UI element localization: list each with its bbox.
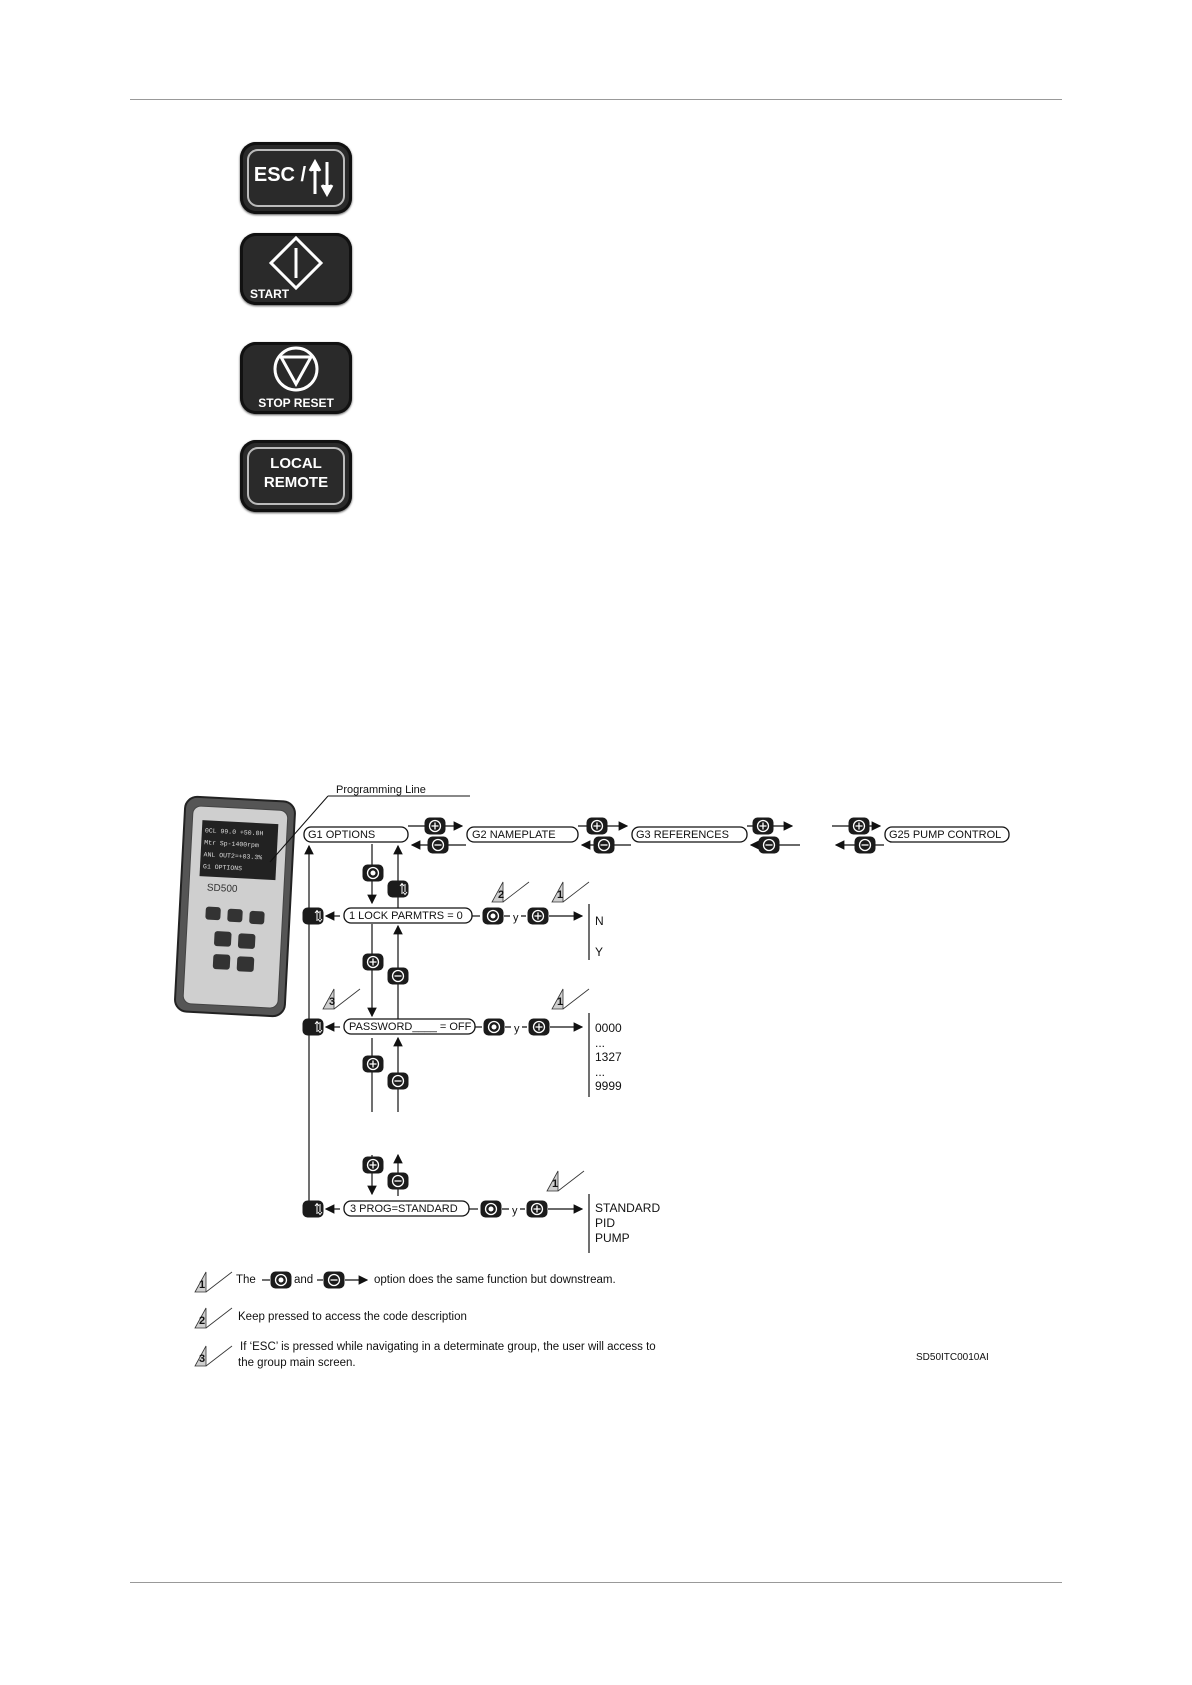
device-screen-line-4: G1 OPTIONS — [203, 863, 242, 872]
enter-key-icon — [362, 864, 384, 882]
group-box-g1 — [303, 826, 409, 843]
minus-key-icon — [593, 836, 615, 854]
value-item: 0000 — [595, 1021, 622, 1035]
plus-key-icon — [424, 817, 446, 835]
value-item: N — [595, 914, 604, 928]
minus-key-icon — [427, 836, 449, 854]
enter-key-icon — [483, 1018, 505, 1036]
value-item: PUMP — [595, 1231, 630, 1245]
legend-flag-3-num: 3 — [199, 1353, 205, 1365]
param-lock-label: 1 LOCK PARMTRS = 0 — [349, 910, 463, 922]
connector-y: y — [513, 912, 519, 924]
remote-key-label: REMOTE — [263, 474, 329, 491]
stop-reset-key-image: STOP RESET — [240, 342, 352, 414]
esc-key-image: ESC / — [240, 142, 352, 214]
note-flag-1-num: 1 — [552, 1178, 558, 1190]
group-box-g25 — [884, 826, 1010, 843]
device-screen-line-3: ANL OUT2=+03.3% — [203, 851, 262, 861]
plus-key-icon — [752, 817, 774, 835]
group-g3-label: G3 REFERENCES — [636, 829, 729, 841]
footer-rule — [130, 1582, 1062, 1583]
plus-key-icon — [362, 1055, 384, 1073]
stop-triangle-icon — [273, 346, 319, 392]
param-password-label: PASSWORD____ = OFF — [349, 1021, 472, 1033]
value-item: ... — [595, 1064, 606, 1079]
value-item: STANDARD — [595, 1201, 661, 1215]
up-down-arrows-icon — [308, 158, 334, 198]
figure-code: SD50ITC0010AI — [916, 1352, 989, 1363]
value-item: ... — [595, 1035, 606, 1050]
device-model-label: SD500 — [207, 883, 239, 896]
esc-key-label: ESC / — [253, 164, 307, 186]
lock-values-list: N Y — [595, 914, 604, 960]
device-screen-line-2: Mtr Sp-1400rpm — [204, 839, 259, 849]
header-rule — [130, 99, 1062, 100]
minus-key-icon — [387, 1172, 409, 1190]
plus-key-icon — [586, 817, 608, 835]
legend-1-mid: and — [294, 1274, 314, 1286]
plus-key-icon — [362, 953, 384, 971]
group-box-g3 — [631, 826, 748, 843]
group-g2-label: G2 NAMEPLATE — [472, 829, 556, 841]
minus-key-icon — [387, 967, 409, 985]
legend-flag-2-num: 2 — [199, 1315, 205, 1327]
param-prog-label: 3 PROG=STANDARD — [350, 1203, 458, 1215]
value-item: PID — [595, 1216, 616, 1230]
enter-key-icon — [482, 907, 504, 925]
minus-key-icon — [323, 1271, 345, 1289]
legend-1-after: option does the same function but downst… — [374, 1274, 616, 1286]
plus-key-icon — [527, 907, 549, 925]
esc-key-icon — [302, 1200, 324, 1218]
legend-3-line1: If ‘ESC’ is pressed while navigating in … — [240, 1341, 656, 1353]
minus-key-icon — [387, 1072, 409, 1090]
value-item: 9999 — [595, 1079, 622, 1093]
device-screen-line-1: 0CL 99.0 +50.0H — [205, 827, 264, 837]
group-g1-label: G1 OPTIONS — [308, 829, 375, 841]
enter-key-icon — [270, 1271, 292, 1289]
group-g25-label: G25 PUMP CONTROL — [889, 829, 1001, 841]
minus-key-icon — [758, 836, 780, 854]
programming-line-label: Programming Line — [336, 784, 426, 796]
password-values-list: 0000 ... 1327 ... 9999 — [595, 1021, 622, 1094]
legend-flag-1-num: 1 — [199, 1279, 205, 1291]
legend-1-before: The — [236, 1274, 256, 1286]
value-item: 1327 — [595, 1050, 622, 1064]
note-flag-3-num: 3 — [329, 996, 335, 1008]
plus-key-icon — [528, 1018, 550, 1036]
legend-2-text: Keep pressed to access the code descript… — [238, 1311, 467, 1323]
start-key-label: START — [250, 287, 290, 301]
esc-key-icon — [387, 880, 409, 898]
plus-key-icon — [362, 1156, 384, 1174]
plus-key-icon — [526, 1200, 548, 1218]
note-flag-1-num: 1 — [557, 889, 563, 901]
local-remote-key-image: LOCAL REMOTE — [240, 440, 352, 512]
esc-key-icon — [302, 1018, 324, 1036]
enter-key-icon — [480, 1200, 502, 1218]
local-key-label: LOCAL — [270, 455, 322, 472]
minus-key-icon — [854, 836, 876, 854]
prog-values-list: STANDARD PID PUMP — [595, 1201, 660, 1246]
start-diamond-icon — [268, 235, 324, 291]
value-item: Y — [595, 945, 604, 959]
sd500-keypad-device-image: 0CL 99.0 +50.0H Mtr Sp-1400rpm ANL OUT2=… — [174, 795, 296, 1018]
connector-y: y — [514, 1023, 520, 1035]
connector-y: y — [512, 1205, 518, 1217]
note-flag-2-num: 2 — [498, 889, 504, 901]
start-key-image: START — [240, 233, 352, 305]
esc-key-icon — [302, 907, 324, 925]
stop-reset-key-label: STOP RESET — [258, 396, 334, 410]
note-flag-1-num: 1 — [557, 996, 563, 1008]
plus-key-icon — [848, 817, 870, 835]
legend-3-line2: the group main screen. — [238, 1357, 356, 1369]
group-box-g2 — [466, 826, 579, 843]
